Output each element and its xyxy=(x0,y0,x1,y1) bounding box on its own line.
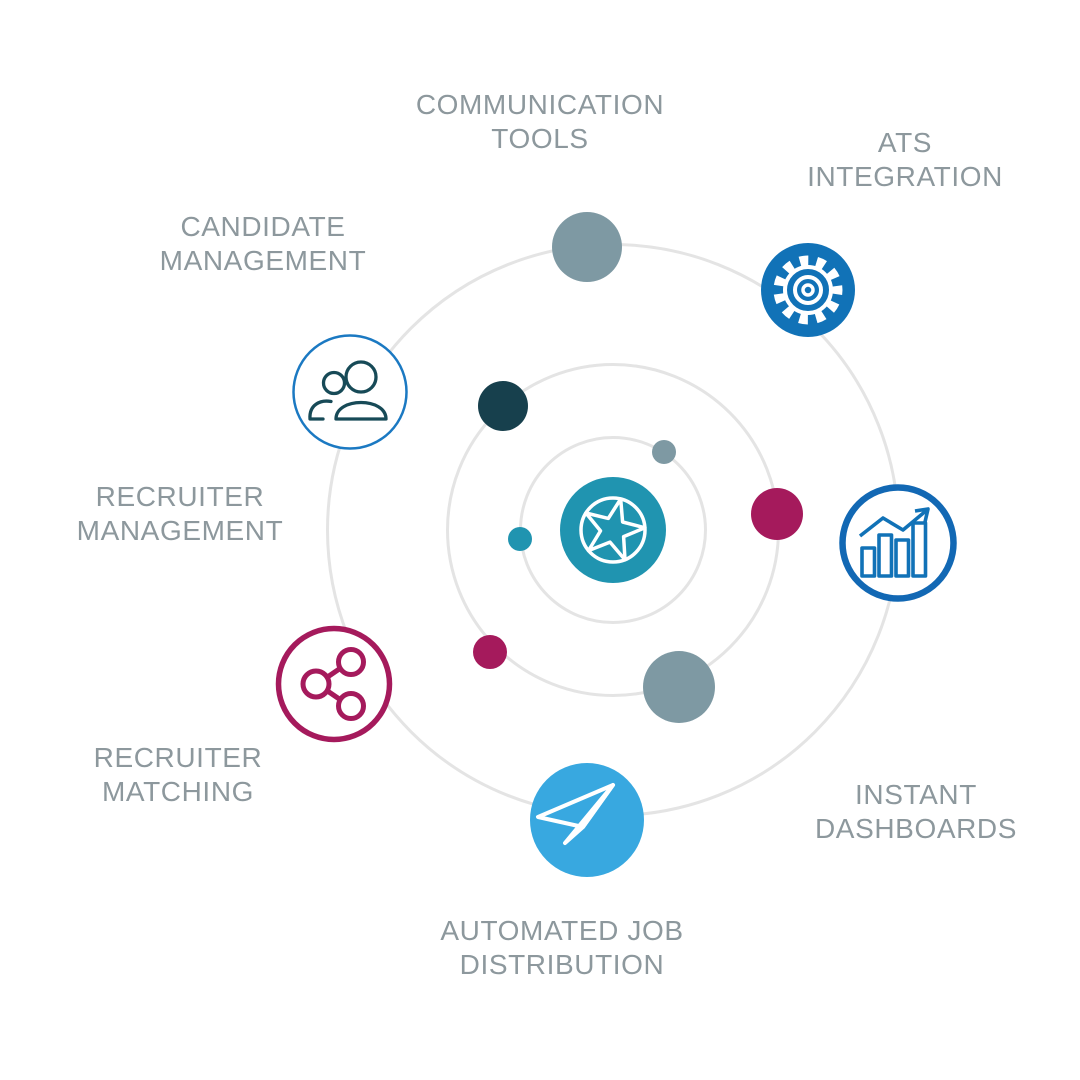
communication-tools-dot xyxy=(552,212,622,282)
people-icon xyxy=(292,334,408,450)
star-in-circle-icon xyxy=(560,477,666,583)
share-icon xyxy=(275,625,393,743)
dark-teal-dot xyxy=(478,381,528,431)
label-instant-dashboards: INSTANT DASHBOARDS xyxy=(814,779,1018,844)
label-automated-job-distribution: AUTOMATED JOB DISTRIBUTION xyxy=(440,915,684,980)
crimson-dot xyxy=(751,488,803,540)
small-crimson-dot xyxy=(473,635,507,669)
small-slate-dot xyxy=(652,440,676,464)
label-ats-integration: ATS INTEGRATION xyxy=(807,127,1003,192)
label-candidate-management: CANDIDATE MANAGEMENT xyxy=(159,211,367,276)
label-communication-tools: COMMUNICATION TOOLS xyxy=(415,89,665,154)
label-recruiter-matching: RECRUITER MATCHING xyxy=(93,742,263,807)
gear-icon xyxy=(761,243,855,337)
label-recruiter-management: RECRUITER MANAGEMENT xyxy=(76,481,284,546)
bar-chart-icon xyxy=(839,484,957,602)
slate-dot xyxy=(643,651,715,723)
paper-plane-icon xyxy=(530,763,644,877)
small-teal-dot xyxy=(508,527,532,551)
